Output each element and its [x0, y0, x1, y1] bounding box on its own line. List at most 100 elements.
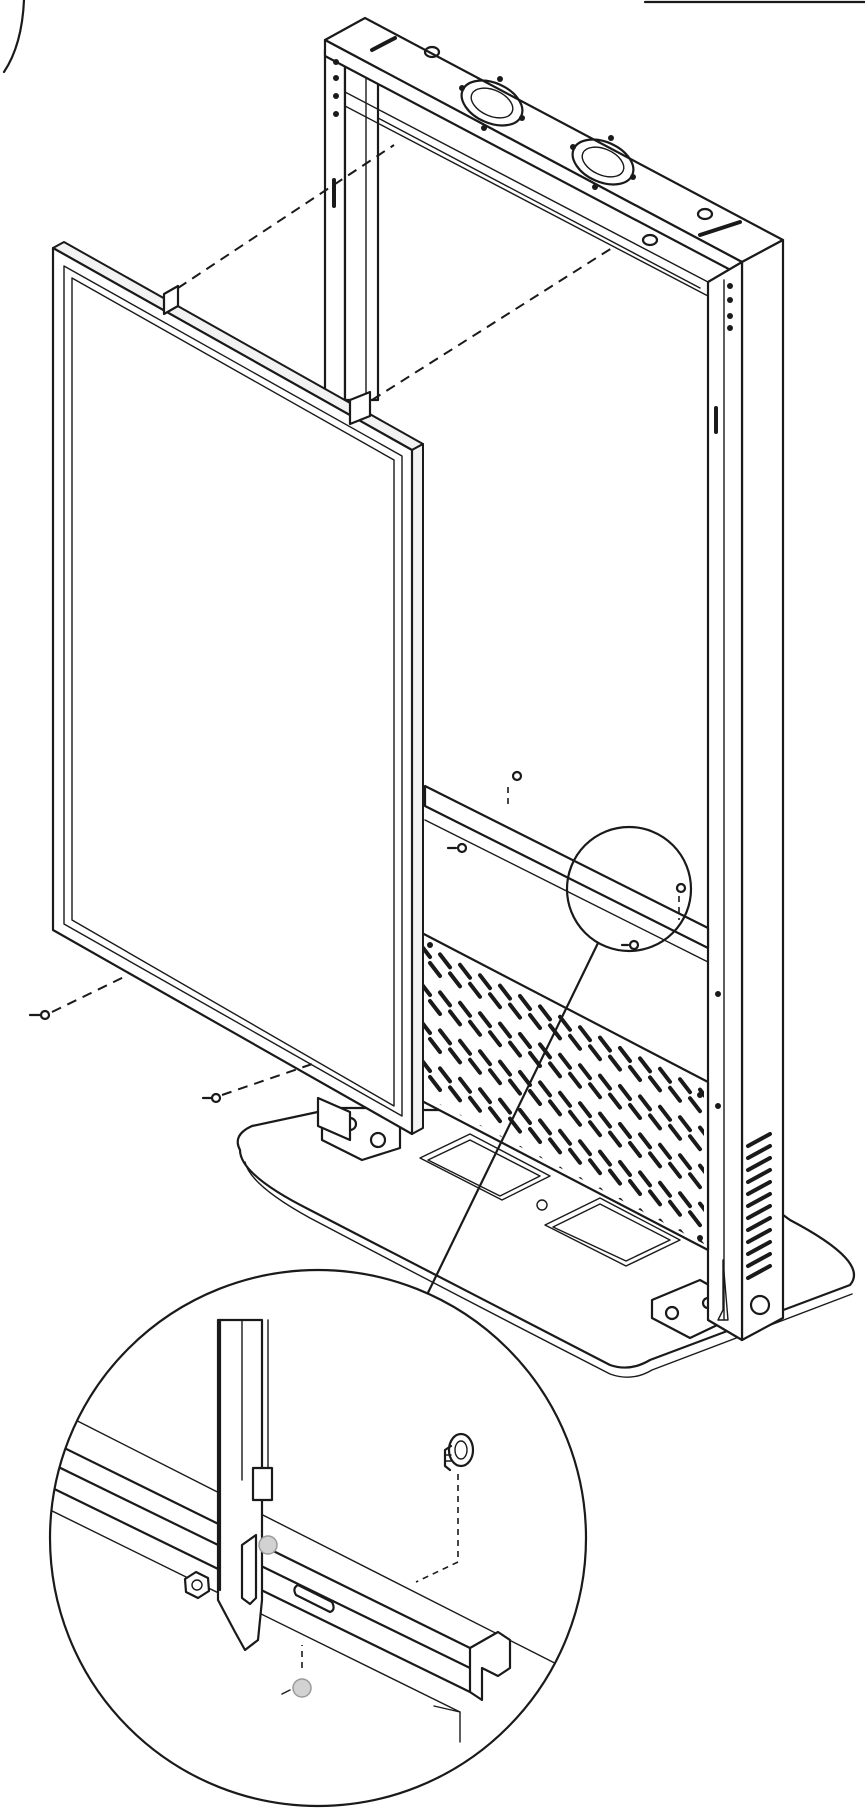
rail-screws [446, 770, 687, 951]
detail-callout-small [565, 825, 693, 953]
cross-rail [423, 784, 710, 950]
perforation-slot [578, 1025, 592, 1043]
side-vent-slots [746, 1132, 772, 1280]
perforation-slot [578, 1063, 592, 1081]
perforation-slot [558, 1128, 572, 1146]
panel-bracket-mid [348, 390, 372, 426]
perforation-slot [518, 1108, 532, 1125]
perforation-slot [658, 1180, 672, 1198]
perforation-slot [548, 1099, 562, 1117]
perforation-slot [538, 1118, 552, 1136]
perforation-slot [508, 1078, 522, 1096]
perforation-slot [648, 1151, 662, 1169]
perforation-slot [478, 1087, 492, 1105]
side-screw-bottom [201, 1092, 222, 1104]
perforation-slot [618, 1084, 632, 1101]
perforation-slot [488, 1106, 502, 1124]
perforation-slot [478, 1011, 492, 1029]
fan-vent-front [459, 76, 525, 131]
perforation-slot [688, 1172, 702, 1190]
perforation-slot [598, 1149, 612, 1167]
perforation-slot [498, 983, 512, 1001]
detail-magnifier [48, 1268, 588, 1808]
perforation-slot [424, 980, 432, 997]
perforation-slot [628, 1141, 642, 1158]
perforation-slot [528, 1013, 542, 1030]
perforation-slot [498, 1021, 512, 1039]
perforation-slot [468, 1057, 482, 1075]
perforation-slot [608, 1130, 622, 1148]
perforation-slot [558, 1052, 572, 1070]
perforation-slot [678, 1077, 692, 1095]
perforation-slot [508, 1002, 522, 1020]
cable-grommet [749, 1294, 771, 1316]
carriage-bolt [443, 1432, 475, 1472]
perforation-slot [578, 1139, 592, 1157]
screw-guide-bottom [221, 1061, 319, 1096]
perforation-slot [658, 1104, 672, 1122]
perforation-slot [438, 990, 452, 1008]
perforation-slot [428, 1075, 442, 1092]
perforation-slot [668, 1085, 682, 1103]
perforation-slot [478, 1049, 492, 1067]
perforation-slot [628, 1065, 642, 1082]
perforation-slot [458, 962, 472, 980]
perforation-slot [428, 1037, 442, 1054]
screw-ghost-lower [292, 1678, 312, 1698]
perforation-slot [698, 1163, 704, 1181]
fan-vent-rear [570, 135, 636, 190]
side-screw-left [28, 1009, 51, 1021]
perforation-slot [498, 1059, 512, 1077]
perforation-slot [538, 1080, 552, 1098]
perforation-slot [448, 971, 462, 989]
top-cap [323, 16, 785, 264]
hook-guide-top [177, 144, 395, 289]
perforation-slot [518, 1070, 532, 1087]
perforation-slot [578, 1101, 592, 1119]
cable-opening-right [544, 1197, 681, 1267]
perforation-slot [698, 1201, 704, 1219]
perforation-slot [548, 1061, 562, 1079]
perforation-slot [588, 1044, 602, 1062]
perforation-slot [558, 1090, 572, 1108]
perforation-slot [568, 1033, 582, 1051]
hook-guide-mid [371, 247, 613, 401]
perforation-slot [424, 942, 432, 959]
perforation-slot [488, 992, 502, 1010]
perforation-slot [424, 1018, 432, 1035]
perforation-slot [688, 1134, 702, 1152]
hex-nut [183, 1570, 211, 1600]
perforation-slot [488, 1068, 502, 1086]
perforation-slot [598, 1073, 612, 1091]
rail-end-profile [468, 1630, 512, 1702]
perforation-slot [448, 1047, 462, 1065]
perforation-slot [648, 1075, 662, 1093]
perforation-slot [628, 1103, 642, 1120]
perforation-slot [428, 999, 442, 1016]
perforation-slot [428, 961, 442, 978]
perforation-slot [468, 1095, 482, 1113]
perforation-slot [478, 973, 492, 991]
perforation-slot [608, 1092, 622, 1110]
mount-hook-bracket [216, 1318, 264, 1652]
previous-callout-arc [2, 0, 26, 74]
perforation-slot [588, 1082, 602, 1100]
perforation-slot [568, 1109, 582, 1127]
perforation-slot [468, 981, 482, 999]
rail-slot [293, 1583, 335, 1614]
panel-foot [316, 1096, 352, 1142]
rail-clip [251, 1466, 274, 1502]
perforation-slot [438, 1028, 452, 1046]
perforation-slot [658, 1142, 672, 1160]
perforation-slot [448, 1085, 462, 1103]
callout-leader-line [403, 941, 600, 1342]
perforation-slot [668, 1199, 682, 1217]
perforation-slot [438, 952, 452, 970]
perforation-slot [678, 1153, 692, 1171]
cable-tie [717, 1259, 729, 1321]
perforation-slot [528, 1127, 542, 1144]
perforation-slot [528, 1089, 542, 1106]
perforation-slot [678, 1191, 692, 1209]
perforation-slot [468, 1019, 482, 1037]
